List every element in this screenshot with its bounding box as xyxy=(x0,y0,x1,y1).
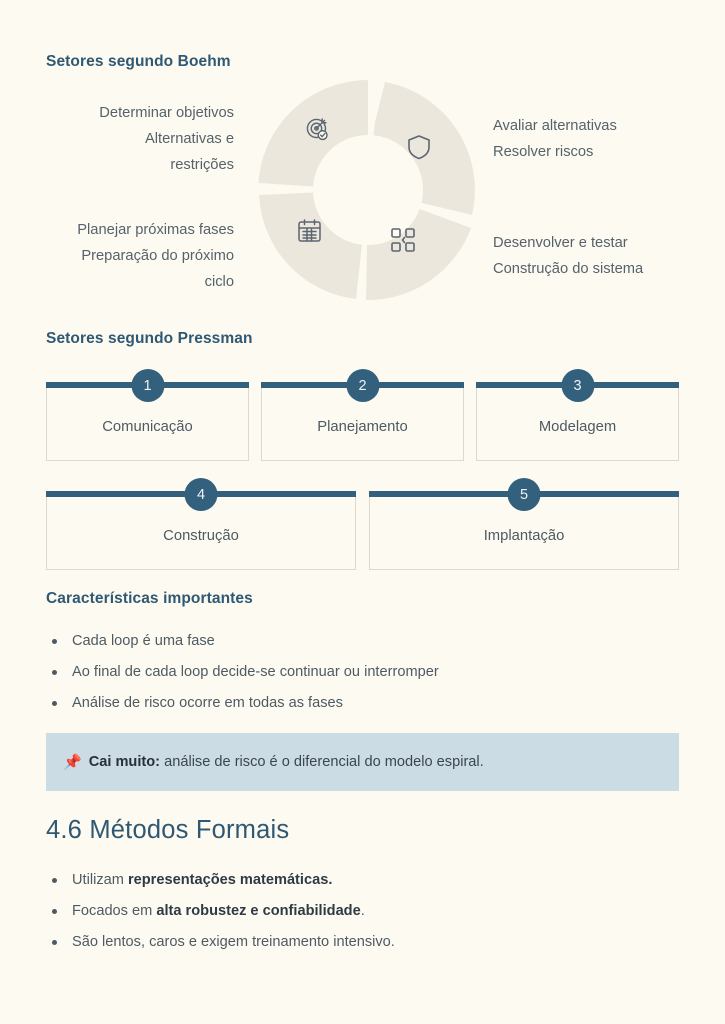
card-number-badge: 4 xyxy=(184,478,218,511)
list-item: Cada loop é uma fase xyxy=(46,626,439,657)
item-bold: alta robustez e confiabilidade xyxy=(156,903,361,919)
card-number-badge: 2 xyxy=(346,369,379,402)
item-lead: Focados em xyxy=(72,903,157,919)
boehm-label-line: Planejar próximas fases xyxy=(77,222,234,238)
boehm-diagram: Determinar objetivos Alternativas e rest… xyxy=(0,80,725,310)
card-body: Comunicação xyxy=(46,388,249,461)
boehm-label-left-bottom: Planejar próximas fases Preparação do pr… xyxy=(0,217,234,295)
callout-rest: análise de risco é o diferencial do mode… xyxy=(160,754,484,770)
card-number-badge: 3 xyxy=(561,369,594,402)
card-label: Comunicação xyxy=(102,419,193,435)
card-number-badge: 1 xyxy=(131,369,164,402)
boehm-label-line: ciclo xyxy=(204,274,234,290)
item-lead: Utilizam xyxy=(72,872,128,888)
caracteristicas-heading: Características importantes xyxy=(46,590,253,607)
pressman-card-4[interactable]: 4 Construção xyxy=(46,478,356,570)
card-number-badge: 5 xyxy=(507,478,541,511)
callout-bold-prefix: Cai muito: xyxy=(88,754,161,770)
boehm-section-heading: Setores segundo Boehm xyxy=(46,53,231,70)
callout-box: 📌 Cai muito: análise de risco é o difere… xyxy=(46,733,679,791)
item-lead: São lentos, caros e exigem treinamento i… xyxy=(72,934,395,950)
callout-text: Cai muito: análise de risco é o diferenc… xyxy=(89,754,484,770)
list-item: Utilizam representações matemáticas. xyxy=(46,865,395,896)
boehm-label-right-bottom: Desenvolver e testar Construção do siste… xyxy=(493,230,643,282)
pressman-card-5[interactable]: 5 Implantação xyxy=(369,478,679,570)
list-item: Análise de risco ocorre em todas as fase… xyxy=(46,688,439,719)
pressman-section-heading: Setores segundo Pressman xyxy=(46,330,253,347)
boehm-label-line: Construção do sistema xyxy=(493,261,644,277)
list-item: Ao final de cada loop decide-se continua… xyxy=(46,657,439,688)
boehm-label-line: restrições xyxy=(170,157,234,173)
metodos-formais-heading: 4.6 Métodos Formais xyxy=(46,816,290,844)
item-bold: representações matemáticas. xyxy=(127,872,333,888)
list-item: Focados em alta robustez e confiabilidad… xyxy=(46,896,395,927)
item-tail: . xyxy=(360,903,365,919)
metodos-formais-list: Utilizam representações matemáticas. Foc… xyxy=(46,865,395,958)
boehm-label-line: Resolver riscos xyxy=(493,144,594,160)
card-label: Modelagem xyxy=(538,419,617,435)
boehm-label-line: Desenvolver e testar xyxy=(493,235,628,251)
boehm-label-line: Determinar objetivos xyxy=(99,105,234,121)
boehm-label-line: Avaliar alternativas xyxy=(493,118,617,134)
pressman-card-3[interactable]: 3 Modelagem xyxy=(476,369,679,461)
list-item: São lentos, caros e exigem treinamento i… xyxy=(46,927,395,958)
pressman-card-2[interactable]: 2 Planejamento xyxy=(261,369,464,461)
boehm-label-line: Preparação do próximo xyxy=(81,248,234,264)
card-label: Planejamento xyxy=(317,419,408,435)
boehm-label-left-top: Determinar objetivos Alternativas e rest… xyxy=(0,100,234,178)
pressman-card-1[interactable]: 1 Comunicação xyxy=(46,369,249,461)
pushpin-icon: 📌 xyxy=(63,753,82,771)
spiral-donut-graphic xyxy=(258,80,478,300)
caracteristicas-list: Cada loop é uma fase Ao final de cada lo… xyxy=(46,626,439,719)
boehm-label-right-top: Avaliar alternativas Resolver riscos xyxy=(493,113,617,165)
card-label: Implantação xyxy=(483,528,565,544)
boehm-label-line: Alternativas e xyxy=(145,131,234,147)
card-label: Construção xyxy=(163,528,239,544)
